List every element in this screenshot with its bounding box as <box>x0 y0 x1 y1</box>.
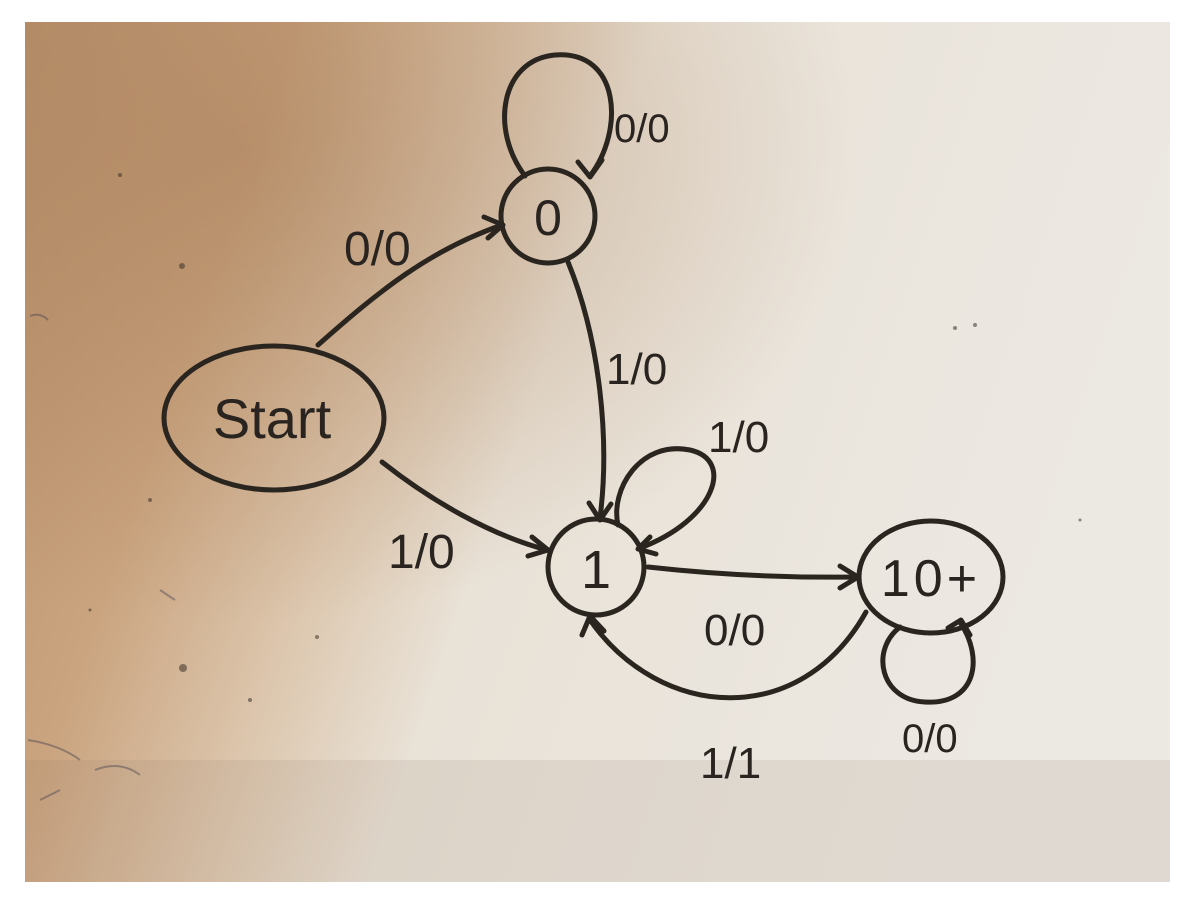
arrowhead-10-self <box>945 617 973 638</box>
state-0-label: 0 <box>534 190 562 246</box>
label-start-to-0: 0/0 <box>344 223 411 276</box>
label-0-self: 0/0 <box>614 107 670 151</box>
arrowhead-1-self <box>635 534 659 557</box>
label-start-to-1: 1/0 <box>388 526 455 579</box>
board-smudges <box>88 173 1082 702</box>
arrow-start-to-0 <box>315 222 505 348</box>
state-1-label: 1 <box>581 540 611 600</box>
arrowhead-0-to-1 <box>586 500 614 523</box>
arrowhead-10-to-1 <box>579 613 607 638</box>
label-1-to-10: 0/0 <box>704 606 765 655</box>
arrowhead-0-self <box>575 157 605 180</box>
label-0-to-1: 1/0 <box>606 345 667 394</box>
state-0-circle <box>498 166 598 266</box>
arrow-0-self-loop <box>502 52 615 179</box>
board-scribbles <box>27 313 176 801</box>
board-bottom-shade <box>25 760 1170 882</box>
arrow-10-to-1 <box>587 609 869 701</box>
arrow-0-to-1 <box>565 259 607 521</box>
label-10-self: 0/0 <box>902 717 958 761</box>
label-1-self: 1/0 <box>708 413 769 462</box>
arrowhead-1-to-10 <box>837 563 861 591</box>
state-start-label: Start <box>213 387 332 450</box>
arrowhead-start-to-1 <box>525 534 551 559</box>
arrow-start-to-1 <box>379 459 550 553</box>
board-shadow <box>25 22 1170 882</box>
state-1-circle <box>545 516 647 618</box>
arrow-1-to-10 <box>645 564 861 580</box>
label-10-to-1: 1/1 <box>700 739 761 788</box>
state-10-label: 10+ <box>881 550 981 608</box>
arrow-1-self-loop <box>614 446 717 551</box>
state-start-circle <box>161 343 387 493</box>
arrowhead-start-to-0 <box>481 214 506 241</box>
arrow-10-self-loop <box>880 619 976 705</box>
